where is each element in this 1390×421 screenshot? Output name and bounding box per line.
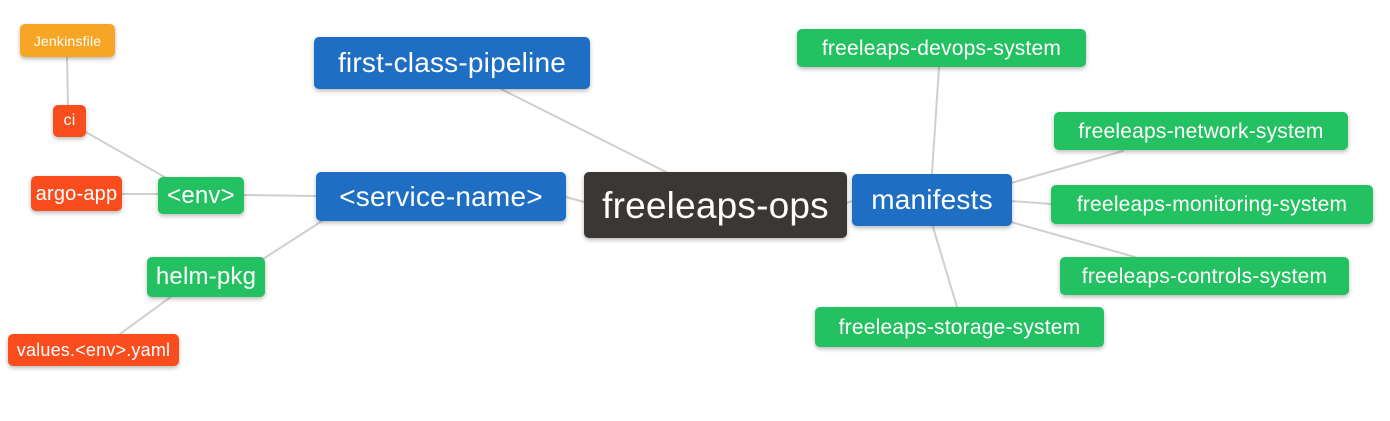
edge-pipeline-ops	[500, 88, 667, 173]
node-service-name[interactable]: <service-name>	[316, 172, 566, 221]
node-manifests[interactable]: manifests	[852, 174, 1012, 226]
node-argo-app[interactable]: argo-app	[31, 176, 122, 211]
node-freeleaps-controls-system[interactable]: freeleaps-controls-system	[1060, 257, 1349, 295]
edge-manifests-controls	[1010, 221, 1136, 258]
node-values-env-yaml[interactable]: values.<env>.yaml	[8, 334, 179, 366]
node-env[interactable]: <env>	[158, 177, 244, 214]
edge-helm-pkg-values	[119, 295, 173, 335]
node-jenkinsfile[interactable]: Jenkinsfile	[20, 24, 115, 57]
node-freeleaps-devops-system[interactable]: freeleaps-devops-system	[797, 29, 1086, 67]
edge-manifests-devops	[931, 66, 940, 174]
edge-jenkinsfile-ci	[66, 56, 69, 106]
edge-ci-env	[83, 130, 169, 180]
node-helm-pkg[interactable]: helm-pkg	[147, 257, 265, 297]
node-freeleaps-storage-system[interactable]: freeleaps-storage-system	[815, 307, 1104, 347]
edge-manifests-monitoring	[1010, 200, 1052, 205]
node-first-class-pipeline[interactable]: first-class-pipeline	[314, 37, 590, 89]
node-ci[interactable]: ci	[53, 105, 86, 137]
node-freeleaps-ops[interactable]: freeleaps-ops	[584, 172, 847, 238]
edge-service-name-helm-pkg	[262, 220, 323, 260]
edge-service-name-ops	[565, 196, 585, 203]
node-freeleaps-monitoring-system[interactable]: freeleaps-monitoring-system	[1051, 185, 1373, 224]
edge-ops-manifests	[845, 200, 854, 204]
edge-env-service-name	[243, 194, 317, 197]
edge-manifests-storage	[932, 226, 958, 308]
node-freeleaps-network-system[interactable]: freeleaps-network-system	[1054, 112, 1348, 150]
edge-manifests-network	[1010, 150, 1124, 184]
